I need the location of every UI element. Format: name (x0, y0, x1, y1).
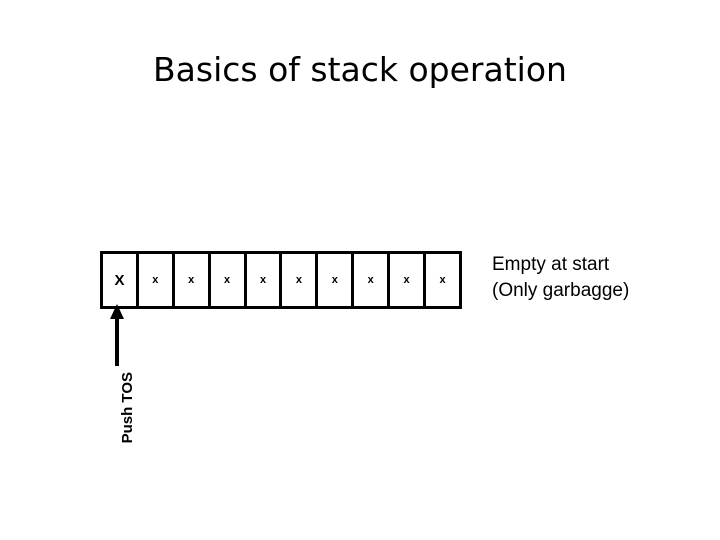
stack-cell-4[interactable]: x (243, 251, 283, 309)
stack-array: X x x x x x x x x x (100, 251, 462, 309)
stack-cell-6[interactable]: x (315, 251, 355, 309)
stack-state-annotation: Empty at start (Only garbagge) (492, 252, 712, 304)
stack-cell-7[interactable]: x (351, 251, 391, 309)
arrow-up-icon (110, 304, 124, 366)
stack-cell-1[interactable]: x (135, 251, 175, 309)
stack-cell-8[interactable]: x (387, 251, 427, 309)
stack-cell-5[interactable]: x (279, 251, 319, 309)
table-row: X x x x x x x x x x (100, 251, 462, 309)
push-tos-label: Push TOS (119, 372, 136, 444)
page-title: Basics of stack operation (153, 50, 567, 89)
push-tos-label-wrapper: Push TOS (119, 282, 137, 443)
stack-cell-2[interactable]: x (171, 251, 211, 309)
annotation-line-2: (Only garbagge) (492, 280, 630, 301)
annotation-line-1: Empty at start (492, 254, 610, 275)
stack-cell-0[interactable]: X (100, 251, 139, 309)
push-tos-pointer (106, 302, 146, 372)
stack-cell-3[interactable]: x (207, 251, 247, 309)
stack-cell-9[interactable]: x (423, 251, 462, 309)
